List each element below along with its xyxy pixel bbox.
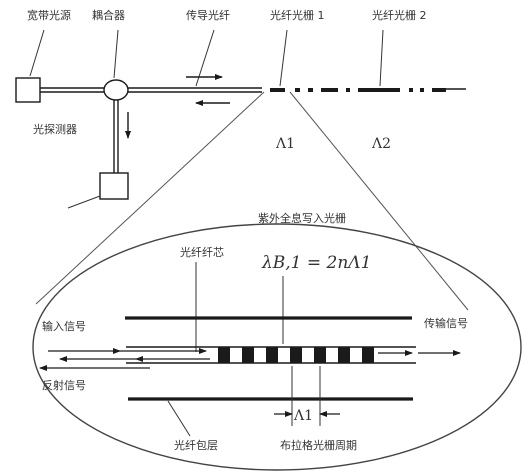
grating-1-leader	[279, 29, 288, 87]
zoom-line-right	[289, 91, 469, 311]
coupler-leader	[113, 29, 119, 79]
cladding-leader	[167, 400, 191, 437]
label-input-signal: 输入信号	[42, 319, 86, 333]
zoom-ellipse	[32, 223, 522, 471]
detector-leader	[67, 195, 101, 209]
detector-box	[99, 172, 129, 200]
label-broadband-source: 宽带光源	[27, 8, 71, 22]
label-transmitted-signal: 传输信号	[424, 316, 468, 330]
coupler	[103, 79, 129, 101]
label-lambda-2: Λ2	[371, 136, 391, 152]
grating-2-leader	[379, 29, 384, 87]
label-transmission-fiber: 传导光纤	[186, 8, 230, 22]
label-detector: 光探测器	[33, 122, 77, 136]
label-fiber-cladding: 光纤包层	[174, 438, 218, 452]
bragg-formula: λB,1 = 2nΛ1	[261, 253, 371, 273]
label-grating-1: 光纤光栅 1	[270, 8, 325, 22]
label-fiber-core: 光纤纤芯	[180, 245, 224, 259]
zoom-line-left	[35, 91, 265, 305]
bragg-grating-blocks	[218, 347, 374, 363]
broadband-source-box	[15, 77, 41, 103]
label-uv-writing: 紫外全息写入光栅	[258, 211, 346, 225]
label-grating-2: 光纤光栅 2	[372, 8, 427, 22]
label-lambda-1: Λ1	[275, 136, 295, 152]
label-bragg-grating-period: 布拉格光栅周期	[280, 438, 357, 452]
label-grating-period-symbol: Λ1	[293, 408, 313, 424]
broadband-source-leader	[29, 29, 45, 77]
label-reflected-signal: 反射信号	[42, 378, 86, 392]
label-coupler: 耦合器	[92, 8, 125, 22]
